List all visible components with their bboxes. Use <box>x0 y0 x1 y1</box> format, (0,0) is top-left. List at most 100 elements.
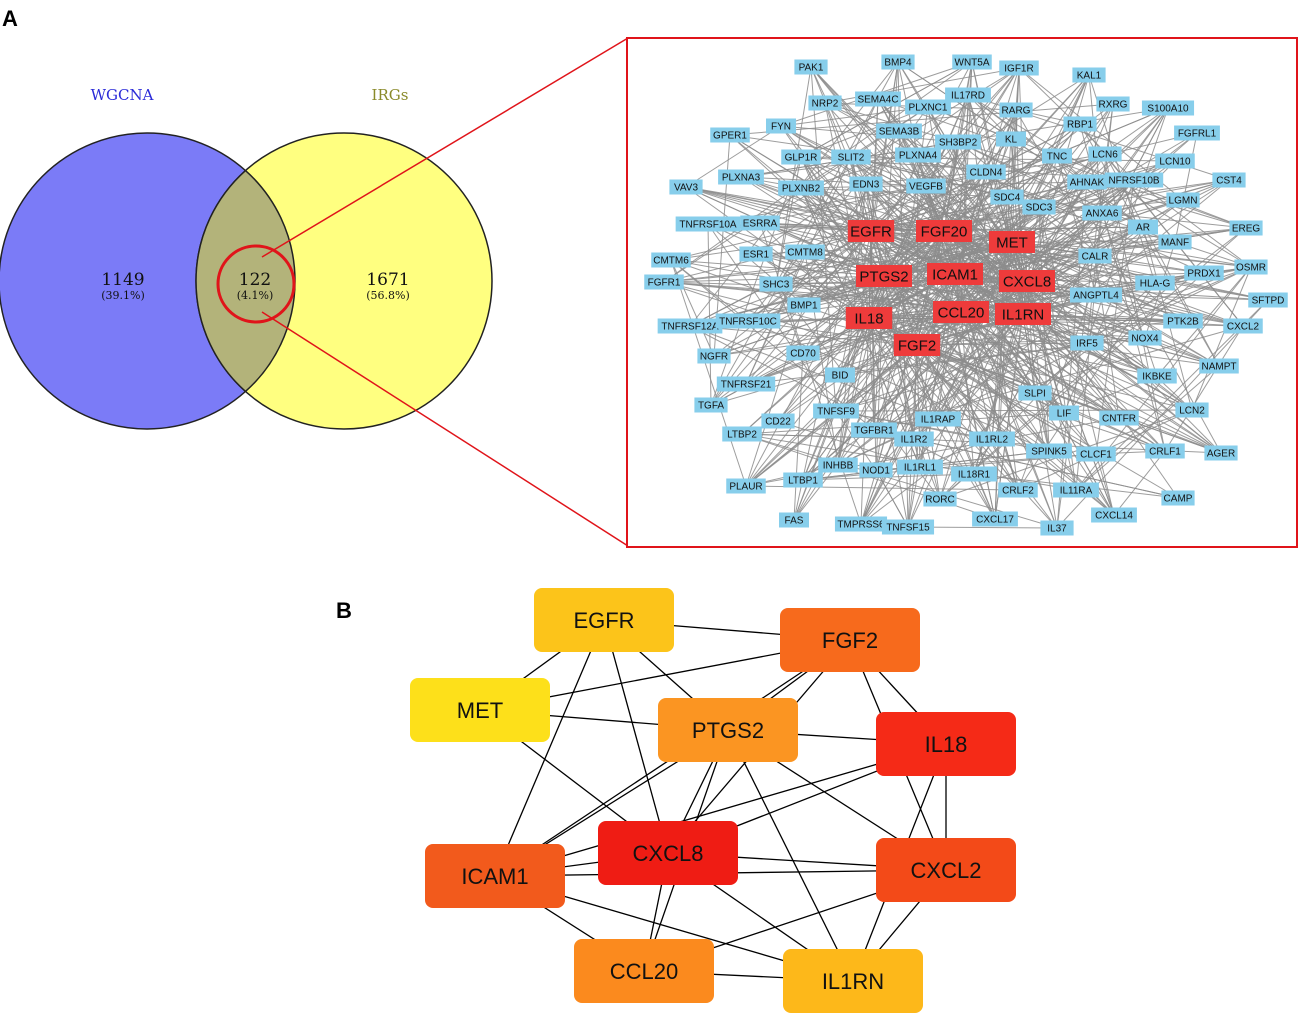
node-label: INHBB <box>823 461 854 472</box>
node-label: MANF <box>1161 238 1189 249</box>
hub-gene-label: IL1RN <box>822 969 884 994</box>
node-box <box>915 411 961 427</box>
node-box <box>1076 446 1116 462</box>
node-box <box>845 307 893 329</box>
node-box <box>794 59 828 75</box>
network-edge <box>793 352 804 521</box>
node-label: NOD1 <box>862 466 890 477</box>
network-node-sdc4: SDC4 <box>990 189 1024 205</box>
node-label: HLA-G <box>1140 279 1171 290</box>
node-label: CD22 <box>765 417 791 428</box>
network-node-tnfrsf21: TNFRSF21 <box>716 376 776 392</box>
zoom-connector-top <box>261 37 629 258</box>
node-box <box>969 431 1015 447</box>
node-box <box>1018 385 1052 401</box>
network-node-cd22: CD22 <box>761 413 795 429</box>
node-label: FYN <box>771 122 791 133</box>
network-edge <box>745 304 805 487</box>
node-label: RORC <box>925 495 954 506</box>
node-label: VAV3 <box>674 183 699 194</box>
node-box <box>825 367 855 383</box>
node-label: TNFRSF12A <box>661 322 719 333</box>
node-label: EGFR <box>850 223 892 240</box>
hub-gene-il18: IL18 <box>876 712 1016 776</box>
node-label: ICAM1 <box>932 266 978 283</box>
hub-gene-box <box>876 838 1016 902</box>
venn-left-title: WGCNA <box>91 86 154 104</box>
hub-gene-label: IL18 <box>925 732 968 757</box>
node-label: CLDN4 <box>970 168 1003 179</box>
network-node-il18r1: IL18R1 <box>951 466 997 482</box>
node-label: EDN3 <box>853 180 880 191</box>
venn-overlap-region <box>195 169 296 393</box>
network-edge <box>1034 392 1058 529</box>
node-box <box>1099 410 1139 426</box>
network-edge <box>745 230 945 385</box>
network-edge <box>1086 107 1169 183</box>
network-node-cntfr: CNTFR <box>1099 410 1139 426</box>
network-edge <box>1191 266 1252 411</box>
network-node-plxnb2: PLXNB2 <box>778 180 824 196</box>
hub-gene-box <box>658 698 798 762</box>
node-label: VEGFB <box>909 182 943 193</box>
node-label: LGMN <box>1169 196 1198 207</box>
node-label: SDC3 <box>1026 203 1053 214</box>
network-edge <box>685 186 872 232</box>
node-label: ANXA6 <box>1086 209 1119 220</box>
network-edge <box>710 344 918 406</box>
network-node-hla-g: HLA-G <box>1135 275 1175 291</box>
node-box <box>990 189 1024 205</box>
hub-gene-label: CXCL8 <box>633 841 704 866</box>
network-edge <box>1095 179 1135 455</box>
network-edge <box>1038 206 1050 452</box>
node-box <box>847 220 895 242</box>
network-edge <box>957 67 1020 143</box>
node-label: PTGS2 <box>859 268 908 285</box>
network-node-tnfrsf10c: TNFRSF10C <box>715 313 781 329</box>
node-label: IL1RL1 <box>904 463 937 474</box>
node-box <box>1223 318 1263 334</box>
node-box <box>808 95 842 111</box>
network-node-cxcl17: CXCL17 <box>972 511 1018 527</box>
network-node-lif: LIF <box>1049 405 1079 421</box>
network-edge <box>689 241 1013 327</box>
node-label: FGF20 <box>921 223 968 240</box>
hub-network-nodes: EGFRFGF2METPTGS2IL18ICAM1CXCL8CXCL2CCL20… <box>410 588 1016 1013</box>
node-box <box>989 231 1035 253</box>
network-edge <box>839 171 987 376</box>
node-label: S100A10 <box>1147 104 1189 115</box>
node-box <box>669 179 703 195</box>
network-edge <box>670 259 875 431</box>
node-label: FGFR1 <box>648 278 681 289</box>
node-box <box>1069 287 1123 303</box>
hub-node-egfr: EGFR <box>847 220 895 242</box>
node-box <box>1234 259 1268 275</box>
node-box <box>1158 234 1192 250</box>
node-label: PLXNC1 <box>909 103 948 114</box>
network-node-lcn2: LCN2 <box>1175 402 1209 418</box>
panel-a-letter: A <box>2 6 18 31</box>
node-label: IL1RN <box>1002 306 1045 323</box>
node-label: SEMA3B <box>879 127 920 138</box>
hub-gene-cxcl8: CXCL8 <box>598 821 738 885</box>
hub-node-ptgs2: PTGS2 <box>856 265 912 287</box>
network-node-manf: MANF <box>1158 234 1192 250</box>
network-edge <box>804 251 839 466</box>
network-node-irf5: IRF5 <box>1070 335 1104 351</box>
hub-gene-box <box>783 949 923 1013</box>
network-node-tnfsf9: TNFSF9 <box>813 403 859 419</box>
node-box <box>739 246 773 262</box>
node-label: IKBKE <box>1142 372 1172 383</box>
network-node-bmp1: BMP1 <box>787 297 821 313</box>
node-label: RARG <box>1002 106 1031 117</box>
network-node-fyn: FYN <box>766 118 796 134</box>
node-box <box>881 54 915 70</box>
hub-node-cxcl8: CXCL8 <box>999 270 1055 292</box>
network-node-tnfrsf12a: TNFRSF12A <box>657 318 723 334</box>
panel-b-letter: B <box>336 598 352 623</box>
network-edge <box>1101 212 1247 229</box>
network-edge <box>1056 181 1088 529</box>
node-label: LTBP1 <box>788 476 818 487</box>
network-node-plxna4: PLXNA4 <box>895 147 941 163</box>
network-node-tnfrsf10a: TNFRSF10A <box>675 216 741 232</box>
